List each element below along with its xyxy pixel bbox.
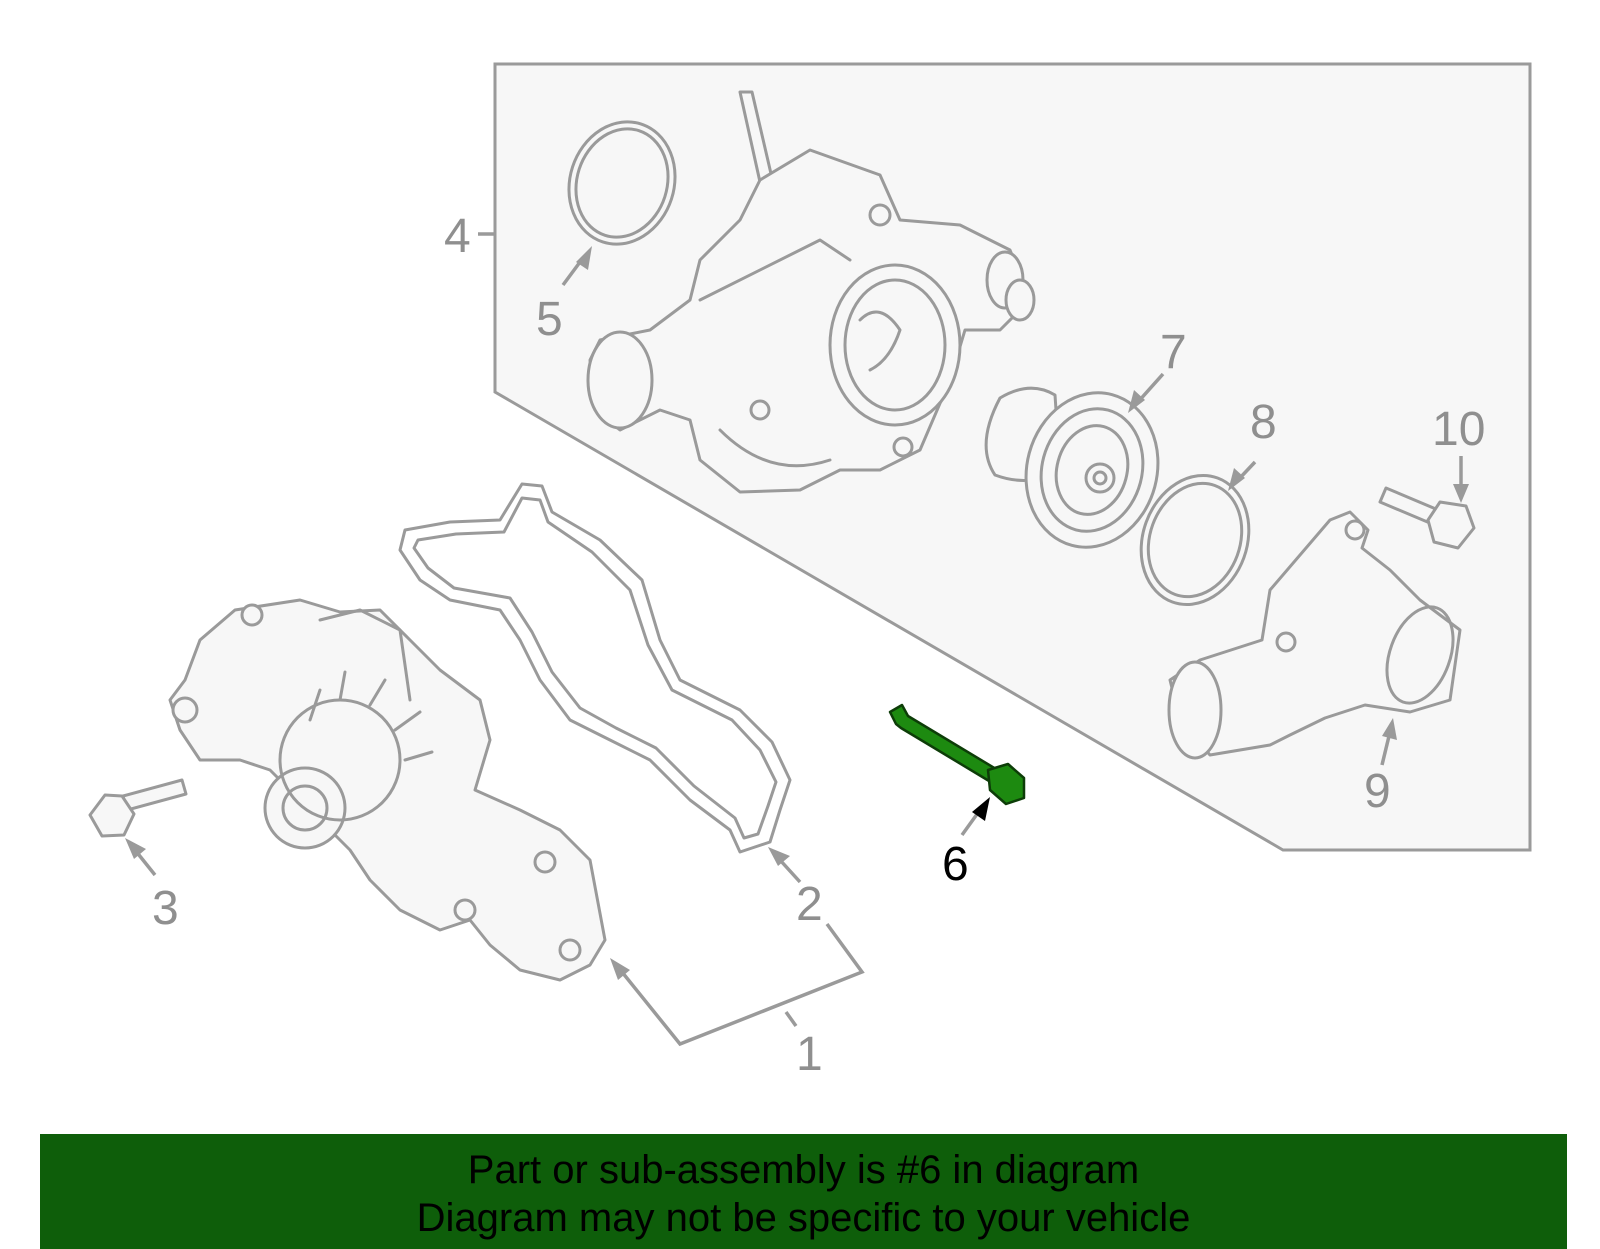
callout-3: 3 bbox=[152, 882, 179, 935]
callout-8: 8 bbox=[1250, 396, 1277, 449]
part-7-thermostat[interactable] bbox=[984, 378, 1175, 562]
callout-1: 1 bbox=[796, 1028, 823, 1081]
banner-line-1: Part or sub-assembly is #6 in diagram bbox=[467, 1148, 1140, 1192]
part-9-outlet-housing[interactable] bbox=[1167, 510, 1465, 760]
callout-10: 10 bbox=[1432, 403, 1485, 456]
part-1-water-pump[interactable] bbox=[168, 598, 607, 982]
callout-2: 2 bbox=[796, 878, 823, 931]
callout-5: 5 bbox=[536, 293, 563, 346]
part-8-gasket[interactable] bbox=[1124, 460, 1267, 620]
part-6-bolt-highlighted[interactable] bbox=[888, 703, 1026, 806]
part-4-thermostat-housing[interactable] bbox=[586, 90, 1036, 494]
callout-4: 4 bbox=[444, 210, 471, 263]
info-banner: Part or sub-assembly is #6 in diagram Di… bbox=[40, 1134, 1567, 1249]
callout-9: 9 bbox=[1364, 765, 1391, 818]
callout-6: 6 bbox=[942, 838, 969, 891]
part-5-o-ring[interactable] bbox=[553, 108, 690, 258]
part-2-gasket[interactable] bbox=[398, 482, 792, 854]
callout-7: 7 bbox=[1160, 326, 1187, 379]
banner-line-2: Diagram may not be specific to your vehi… bbox=[416, 1196, 1191, 1240]
leader-lines bbox=[125, 232, 1469, 1047]
callout-labels: 4 5 7 8 10 9 6 2 3 1 bbox=[152, 210, 1485, 1081]
part-10-bolt[interactable] bbox=[1378, 486, 1476, 550]
part-3-bolt[interactable] bbox=[88, 778, 188, 838]
